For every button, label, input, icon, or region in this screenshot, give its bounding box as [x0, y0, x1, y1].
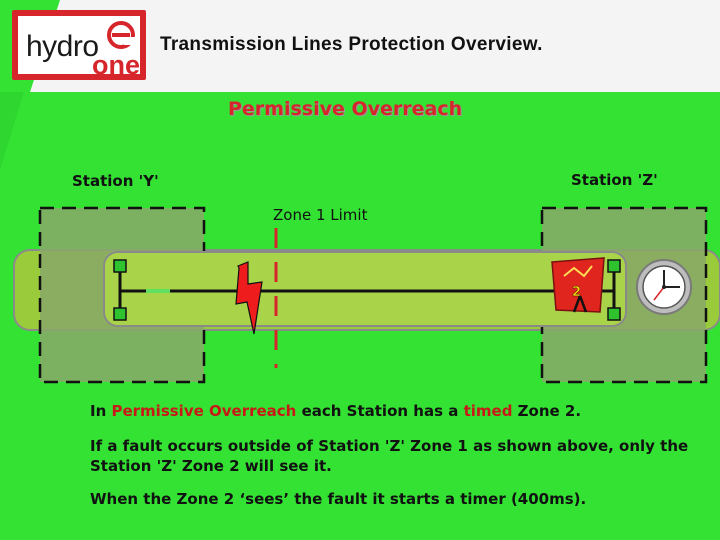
breaker-icon: [113, 307, 127, 321]
explanation-line-3: When the Zone 2 ‘sees’ the fault it star…: [90, 490, 587, 508]
page-title: Transmission Lines Protection Overview.: [160, 34, 543, 55]
logo-word-hydro: hydro: [26, 30, 99, 63]
breaker-icon: [113, 259, 127, 273]
explanation-line-2: If a fault occurs outside of Station 'Z'…: [90, 437, 689, 475]
zone1-band: [103, 251, 627, 327]
explanation-line-1: In Permissive Overreach each Station has…: [90, 402, 582, 420]
zone1-limit-label: Zone 1 Limit: [273, 206, 368, 224]
logo-swirl-icon: [107, 21, 136, 49]
highlight-permissive-overreach: Permissive Overreach: [111, 402, 297, 420]
logo-word-one: one: [92, 50, 141, 80]
timer-clock-icon: [636, 259, 692, 315]
station-y-label: Station 'Y': [72, 172, 159, 190]
highlight-timed: timed: [463, 402, 513, 420]
relay-trip-icon: [551, 257, 605, 313]
diagram-subtitle: Permissive Overreach: [228, 98, 463, 120]
hydro-one-logo: hydro one: [12, 10, 146, 80]
station-z-label: Station 'Z': [571, 171, 658, 189]
fault-lightning-icon: [235, 261, 263, 335]
relay-zone-badge: 2: [572, 285, 581, 300]
breaker-icon: [607, 259, 621, 273]
breaker-icon: [607, 307, 621, 321]
